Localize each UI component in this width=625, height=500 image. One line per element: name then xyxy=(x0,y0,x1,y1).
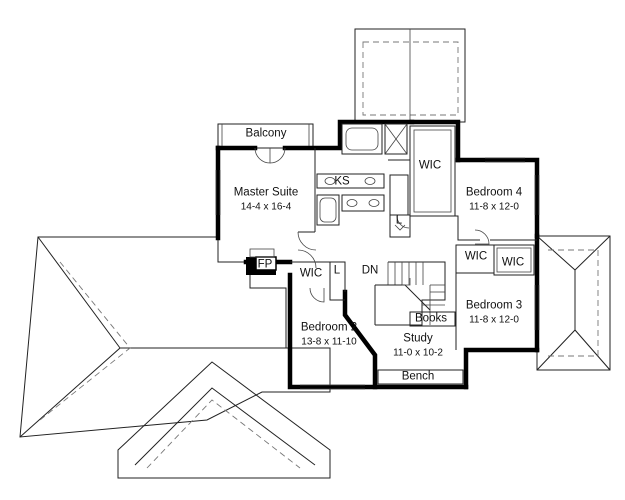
linen-l2-label: L xyxy=(396,214,402,227)
roof-left xyxy=(19,236,331,438)
wic-master-label: WIC xyxy=(419,159,441,172)
wic-mid-name: WIC xyxy=(464,250,488,263)
bedroom4-label: Bedroom 4 11-8 x 12-0 xyxy=(466,187,522,214)
exterior-walls xyxy=(215,119,540,390)
books-label: Books xyxy=(415,312,447,325)
stairs-dn-name: DN xyxy=(361,264,379,277)
roof-top xyxy=(354,28,466,123)
bench-label: Bench xyxy=(402,370,435,383)
bedroom2-name: Bedroom 2 xyxy=(300,321,358,334)
fp-label: FP xyxy=(258,258,273,271)
master-suite-dims: 14-4 x 16-4 xyxy=(240,201,292,213)
master-suite-name: Master Suite xyxy=(233,186,299,199)
bedroom3-dims: 11-8 x 12-0 xyxy=(469,314,519,326)
master-suite-label: Master Suite 14-4 x 16-4 xyxy=(234,187,299,214)
balcony xyxy=(217,123,314,149)
balcony-label: Balcony xyxy=(246,127,287,140)
linen-l1-name: L xyxy=(333,264,341,277)
ks-name: KS xyxy=(334,175,350,188)
roof-porch xyxy=(117,361,331,479)
bedroom3-label: Bedroom 3 11-8 x 12-0 xyxy=(466,300,522,327)
wic-right-name: WIC xyxy=(501,256,525,269)
ks-label: KS xyxy=(334,175,349,188)
balcony-name: Balcony xyxy=(245,127,287,140)
linen-l2-name: L xyxy=(395,214,403,227)
bedroom4-dims: 11-8 x 12-0 xyxy=(469,201,519,213)
wic-master-name: WIC xyxy=(418,159,442,172)
roof-right xyxy=(536,235,611,371)
bedroom3-name: Bedroom 3 xyxy=(465,299,523,312)
wic-bed2-name: WIC xyxy=(299,267,323,280)
bedroom2-dims: 13-8 x 11-10 xyxy=(301,336,357,348)
wic-right-label: WIC xyxy=(502,256,524,269)
wic-mid-label: WIC xyxy=(465,250,487,263)
study-dims: 11-0 x 10-2 xyxy=(393,347,443,359)
study-name: Study xyxy=(403,332,433,345)
windows xyxy=(215,157,540,390)
bedroom4-name: Bedroom 4 xyxy=(465,186,523,199)
interior-walls xyxy=(246,123,537,385)
study-label: Study 11-0 x 10-2 xyxy=(393,333,443,360)
linen-l1-label: L xyxy=(334,264,340,277)
books-name: Books xyxy=(415,312,447,325)
bench-name: Bench xyxy=(401,370,435,383)
bedroom2-label: Bedroom 2 13-8 x 11-10 xyxy=(301,322,357,349)
fp-name: FP xyxy=(257,258,273,271)
stairs-dn-label: DN xyxy=(362,264,379,277)
wic-bed2-label: WIC xyxy=(300,267,322,280)
